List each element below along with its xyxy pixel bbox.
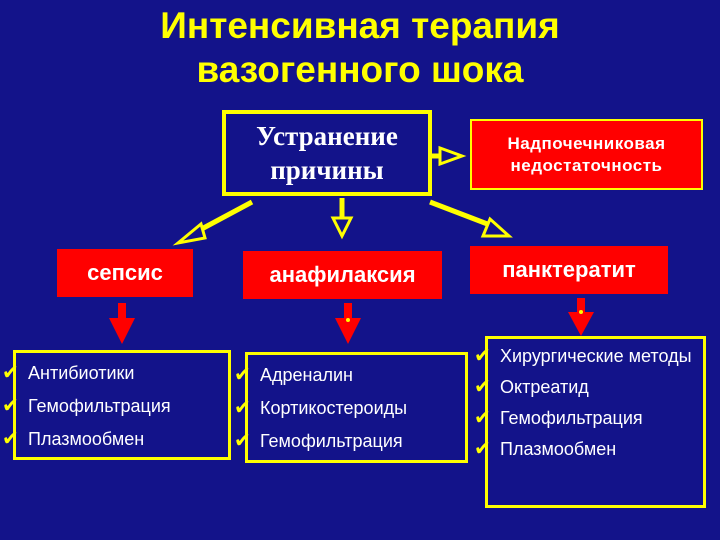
check-icon: ✔ [2, 395, 19, 417]
list-item: ✔ Адреналин [234, 365, 465, 386]
red-arrowhead-anaphylaxis [335, 318, 361, 344]
cause-line-1: Устранение [256, 121, 398, 151]
red-arrow-dot-pancreatitis [579, 310, 583, 314]
title-line-1: Интенсивная терапия [160, 5, 560, 46]
treatment-list-sepsis: ✔ Антибиотики ✔ Гемофильтрация ✔ Плазмоо… [2, 350, 231, 460]
red-arrowhead-pancreatitis [568, 312, 594, 336]
list-item: ✔ Плазмообмен [474, 439, 695, 460]
adrenal-line-2: недостаточность [510, 155, 663, 175]
title-line-2: вазогенного шока [196, 49, 524, 90]
check-icon: ✔ [474, 345, 491, 367]
list-item-text: Плазмообмен [28, 429, 145, 449]
list-item-text: Кортикостероиды [260, 398, 408, 418]
list-item-text: Плазмообмен [500, 439, 617, 459]
adrenal-insufficiency-box: Надпочечниковая недостаточность [470, 119, 703, 190]
check-icon: ✔ [234, 397, 251, 419]
list-item-text: Гемофильтрация [260, 431, 403, 451]
list-item: ✔ Кортикостероиды [234, 398, 465, 419]
check-icon: ✔ [474, 407, 491, 429]
list-item: ✔ Гемофильтрация [474, 408, 695, 429]
arrow-dot-anaphylaxis [340, 214, 344, 218]
check-icon: ✔ [474, 438, 491, 460]
condition-pancreatitis-label: панктератит [502, 257, 636, 282]
list-item-text: Октреатид [500, 377, 589, 397]
list-item-text: Гемофильтрация [500, 408, 643, 428]
condition-anaphylaxis: анафилаксия [243, 251, 442, 299]
condition-sepsis: сепсис [57, 249, 193, 297]
check-icon: ✔ [2, 428, 19, 450]
list-item: ✔ Гемофильтрация [2, 396, 228, 417]
list-item: ✔ Антибиотики [2, 363, 228, 384]
arrowhead-adrenal [438, 145, 467, 167]
arrowhead-pancreatitis [480, 216, 513, 238]
connector-to-pancreatitis [429, 199, 491, 228]
list-item: ✔ Гемофильтрация [234, 431, 465, 452]
list-item-text: Хирургические методы [500, 346, 692, 366]
page-title: Интенсивная терапия вазогенного шока [0, 4, 720, 92]
red-arrowhead-sepsis [109, 318, 135, 344]
treatment-list-anaphylaxis: ✔ Адреналин ✔ Кортикостероиды ✔ Гемофиль… [234, 352, 468, 463]
list-item: ✔ Хирургические методы [474, 346, 695, 367]
treatment-list-pancreatitis: ✔ Хирургические методы ✔ Октреатид ✔ Гем… [474, 336, 706, 508]
condition-anaphylaxis-label: анафилаксия [269, 262, 416, 287]
list-item-text: Антибиотики [28, 363, 135, 383]
list-item-text: Гемофильтрация [28, 396, 171, 416]
red-arrow-dot-anaphylaxis [346, 318, 350, 322]
check-icon: ✔ [474, 376, 491, 398]
connector-to-sepsis [194, 199, 254, 235]
list-item: ✔ Октреатид [474, 377, 695, 398]
condition-pancreatitis: панктератит [470, 246, 668, 294]
arrowhead-sepsis [172, 221, 207, 246]
adrenal-line-1: Надпочечниковая [507, 133, 666, 153]
check-icon: ✔ [2, 362, 19, 384]
check-icon: ✔ [234, 430, 251, 452]
list-item: ✔ Плазмообмен [2, 429, 228, 450]
check-icon: ✔ [234, 364, 251, 386]
condition-sepsis-label: сепсис [87, 260, 163, 285]
cause-line-2: причины [270, 155, 384, 185]
list-item-text: Адреналин [260, 365, 353, 385]
cause-box: Устранение причины [222, 110, 432, 196]
arrowhead-anaphylaxis [330, 216, 354, 240]
